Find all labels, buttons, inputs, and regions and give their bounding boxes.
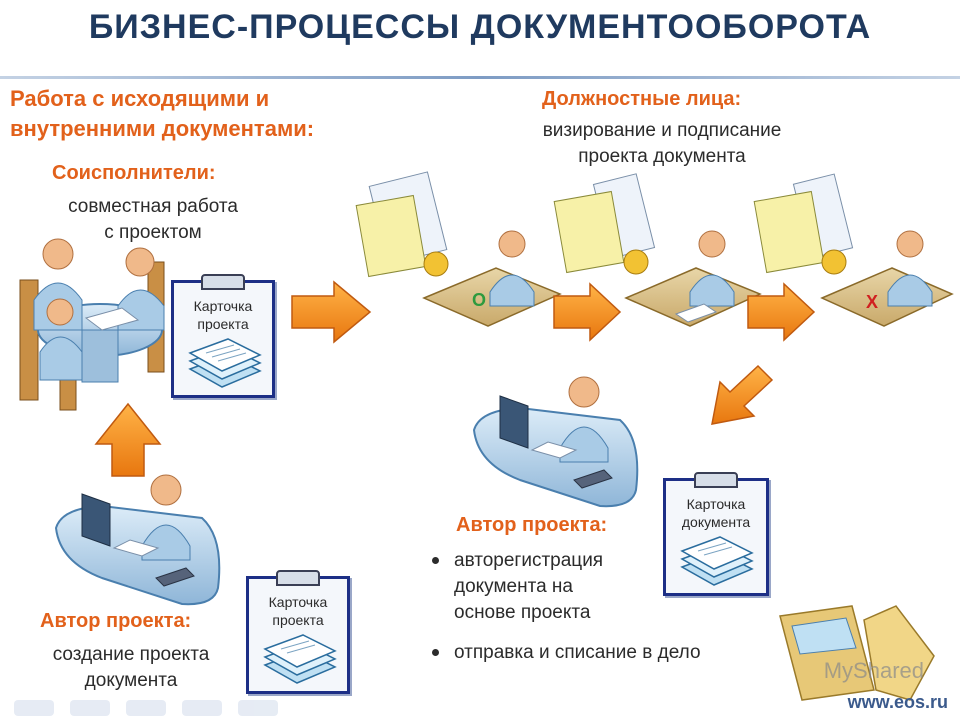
arrow-right-icon [747,282,816,342]
coexecutors-title: Соисполнители: [52,162,216,184]
arrow-right-icon [291,280,372,344]
bullet-item: отправка и списание в дело [428,640,768,666]
arrow-right-icon [553,282,622,342]
author-workstation-icon [54,474,221,606]
card-label: Карточка документа [681,496,751,530]
arrow-down-left-icon [711,364,774,425]
author-right-bullets: авторегистрация документа на основе прое… [428,548,768,680]
author-workstation-icon [472,376,639,508]
bullet-icon [432,649,439,656]
document-stack-icon [263,634,337,684]
coexecutors-text: совместная работа с проектом [68,196,238,243]
bottom-nav-decoration [14,700,278,716]
project-card-top: Карточка проекта [171,274,275,398]
author-left-title: Автор проекта: [40,610,192,632]
clipboard-clip-icon [201,274,245,290]
author-left-text: создание проекта документа [52,644,210,691]
official-desk-icon [553,173,762,327]
document-stack-icon [680,536,754,586]
card-label: Карточка проекта [193,298,253,332]
clipboard-clip-icon [276,570,320,586]
official-desk-icon: X [753,173,954,327]
bullet-icon [432,557,439,564]
document-stack-icon [188,338,262,388]
svg-text:O: O [472,290,486,310]
watermark: MyShared [823,658,924,683]
card-label: Карточка проекта [268,594,328,628]
clipboard-clip-icon [694,472,738,488]
svg-text:X: X [866,292,878,312]
officials-text: визирование и подписание проекта докумен… [542,120,782,167]
site-link[interactable]: www.eos.ru [847,692,948,712]
document-card: Карточка документа [663,472,769,596]
bullet-item: авторегистрация документа на основе прое… [428,548,768,626]
project-card-bottom: Карточка проекта [246,570,350,694]
author-right-title: Автор проекта: [456,514,608,536]
section-heading: Работа с исходящими и внутренними докуме… [10,86,315,141]
folder-icon [779,605,935,701]
arrow-up-icon [94,402,162,477]
page-title: БИЗНЕС-ПРОЦЕССЫ ДОКУМЕНТООБОРОТА [88,8,872,46]
title-divider [0,76,960,79]
meeting-group-icon [19,238,165,411]
officials-title: Должностные лица: [542,88,742,110]
official-desk-icon: O [355,171,562,327]
